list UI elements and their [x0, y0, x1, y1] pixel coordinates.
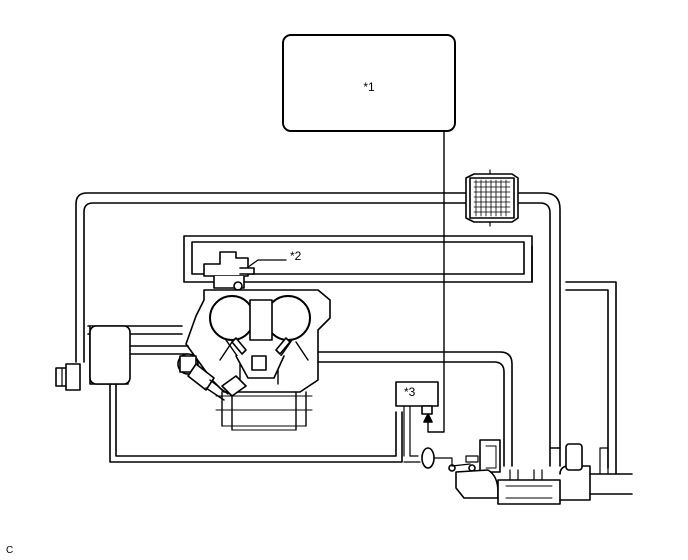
outer-pipe-outer: [75, 192, 469, 363]
callout-2-label: *2: [290, 249, 302, 263]
outer-pipe-right-inner: [515, 202, 551, 449]
component-2-valve: [203, 251, 255, 291]
exhaust-pipe-inner: [317, 361, 505, 467]
engine-assembly: [185, 289, 331, 431]
intake-plenum: [87, 325, 189, 385]
cylinder-left: [209, 295, 255, 341]
right-pipe-outer: [565, 281, 617, 475]
component-3: [395, 381, 439, 463]
inner-pipe-inner: [191, 241, 525, 275]
turbocharger: [455, 439, 633, 505]
signal-arrow: [423, 413, 433, 423]
exhaust-pipe-outer: [317, 351, 513, 467]
right-pipe-inner: [565, 289, 609, 469]
lower-pipe-inner: [115, 383, 397, 457]
pipe-coupler: [55, 363, 81, 391]
outer-pipe-right-outer: [515, 192, 561, 449]
catalyst-element: [465, 169, 519, 227]
component-1-box: *1: [282, 34, 456, 132]
lower-pipe-outer: [109, 383, 403, 463]
callout-1-label: *1: [363, 80, 375, 94]
figure-code: C: [6, 545, 14, 556]
callout-3-label: *3: [404, 385, 416, 399]
outer-pipe-inner: [83, 202, 469, 363]
vacuum-actuator: [421, 447, 479, 472]
throttle-body: [177, 353, 247, 401]
